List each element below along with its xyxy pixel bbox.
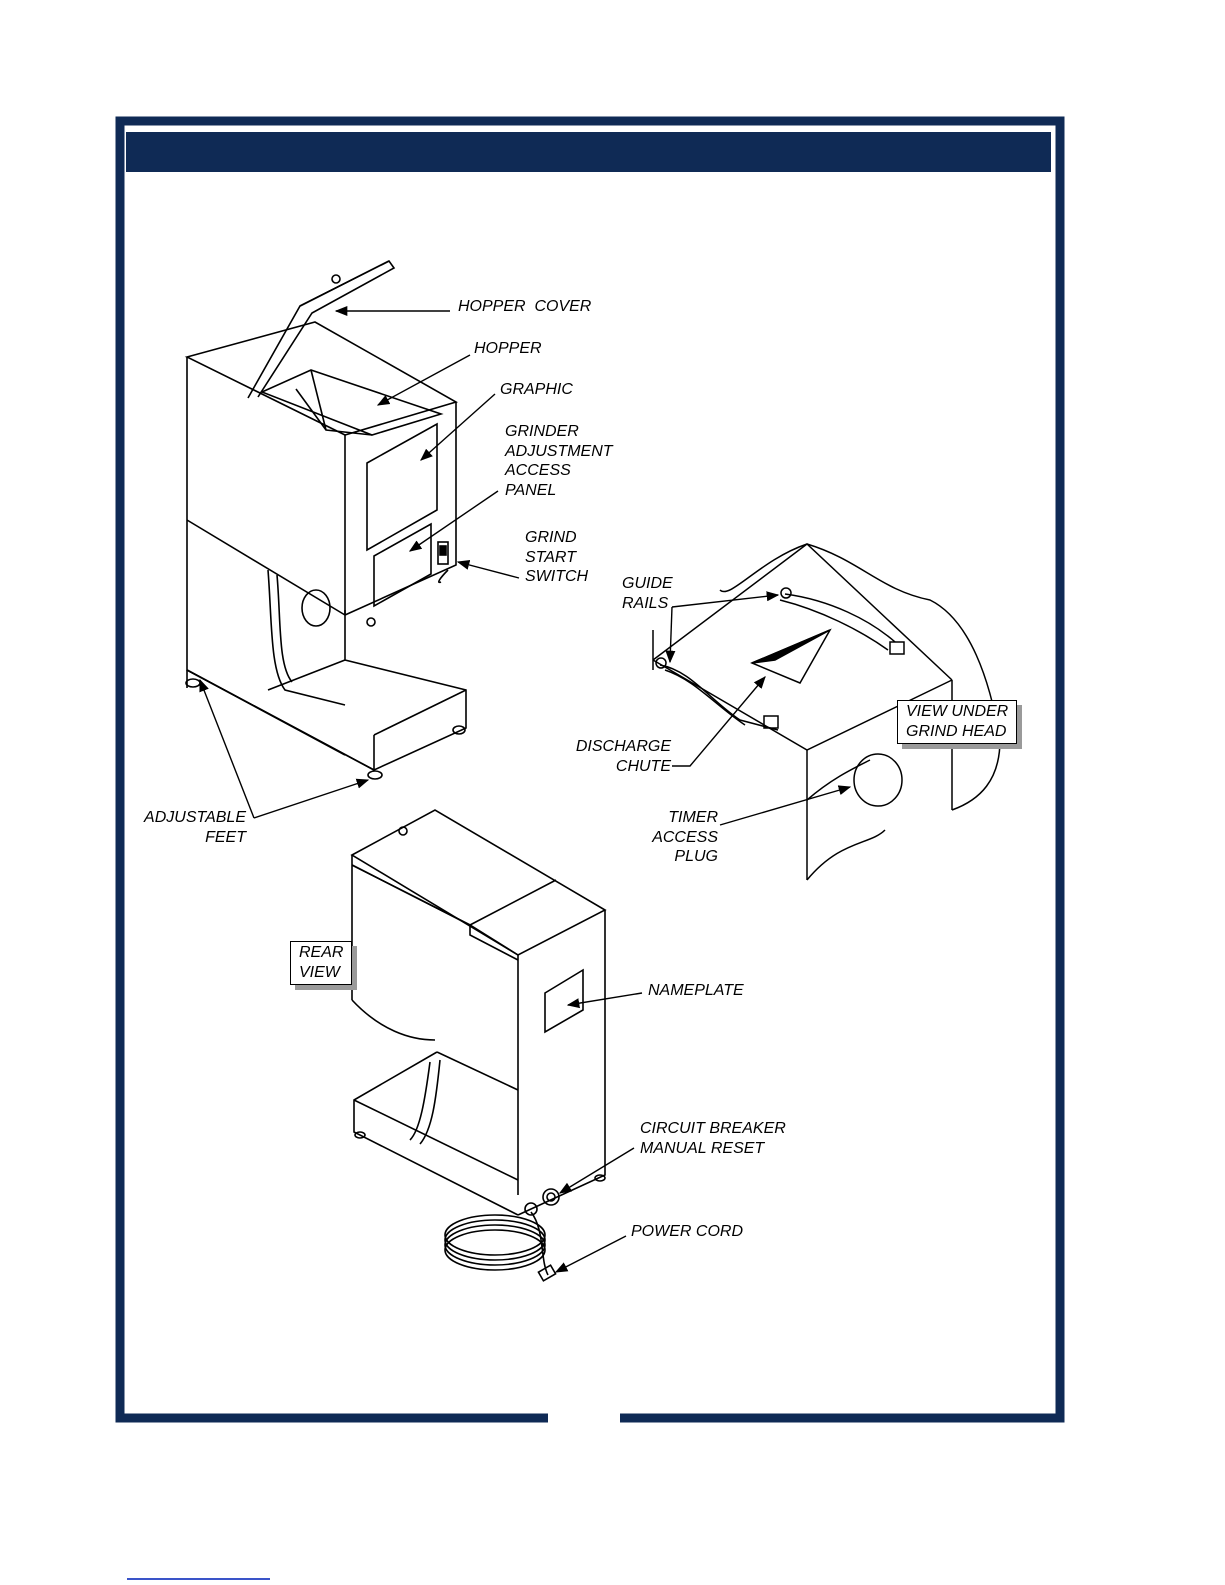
- label-graphic: GRAPHIC: [500, 380, 573, 400]
- label-guide-rails: GUIDE RAILS: [622, 574, 673, 613]
- label-hopper-cover: HOPPER COVER: [458, 297, 591, 317]
- label-circuit-breaker-manual-reset: CIRCUIT BREAKER MANUAL RESET: [640, 1119, 786, 1158]
- label-view-under-grind-head: VIEW UNDER GRIND HEAD: [897, 700, 1017, 744]
- label-nameplate: NAMEPLATE: [648, 981, 744, 1001]
- label-discharge-chute: DISCHARGE CHUTE: [566, 737, 671, 776]
- rear-view-grinder: [352, 810, 605, 1281]
- label-adjustable-feet: ADJUSTABLE FEET: [136, 808, 246, 847]
- label-rear-view: REAR VIEW: [290, 941, 352, 985]
- footer-link-underline[interactable]: [127, 1578, 270, 1580]
- section-header-bar: [126, 132, 1051, 172]
- label-hopper: HOPPER: [474, 339, 542, 359]
- label-grinder-adjustment-access-panel: GRINDER ADJUSTMENT ACCESS PANEL: [505, 422, 613, 500]
- label-grind-start-switch: GRIND START SWITCH: [525, 528, 588, 587]
- label-power-cord: POWER CORD: [631, 1222, 743, 1242]
- label-timer-access-plug: TIMER ACCESS PLUG: [640, 808, 718, 867]
- front-view-grinder: [186, 261, 466, 779]
